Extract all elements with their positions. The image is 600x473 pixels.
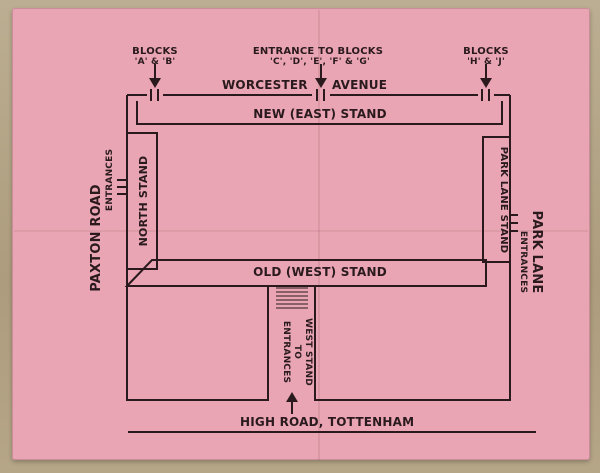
paxton-entrances-label: ENTRANCES [105,149,115,211]
new-east-stand-outline [136,101,503,125]
west-entrances-label: ENTRANCES [281,321,291,383]
arrow-up-icon [286,392,298,414]
park-lane-label: PARK LANE [529,211,544,294]
fold-crease-horizontal [14,230,588,232]
blocks-ab-letters: 'A' & 'B' [135,57,176,67]
blocks-hj-letters: 'H' & 'J' [467,57,505,67]
worcester-label: WORCESTER [222,78,308,92]
west-to-label: TO [292,345,302,359]
avenue-label: AVENUE [332,78,387,92]
blocks-hj-label: BLOCKS [463,46,509,57]
park-lane-stand-label: PARK LANE STAND [498,147,509,254]
ticket-card [12,8,590,460]
entrance-blocks-label: ENTRANCE TO BLOCKS [253,46,383,57]
old-west-stand-outline [124,259,487,287]
fold-crease-vertical [318,10,320,460]
arrow-down-icon [149,64,161,88]
new-east-stand-label: NEW (EAST) STAND [253,107,387,121]
park-lane-stand-outline [482,136,511,263]
old-west-stand-label: OLD (WEST) STAND [253,265,387,279]
entrance-blocks-letters: 'C', 'D', 'E', 'F' & 'G' [270,57,370,67]
blocks-ab-label: BLOCKS [132,46,178,57]
park-lane-entrances-label: ENTRANCES [518,231,528,293]
high-road-label: HIGH ROAD, TOTTENHAM [240,415,414,429]
ground-outline [126,95,269,401]
north-stand-label: NORTH STAND [137,156,150,247]
ground-outline-right [314,95,511,401]
west-stand-label: WEST STAND [303,318,313,386]
arrow-down-icon [480,64,492,88]
paxton-road-label: PAXTON ROAD [89,184,104,292]
west-stand-steps [276,287,308,309]
arrow-down-icon [315,64,327,88]
